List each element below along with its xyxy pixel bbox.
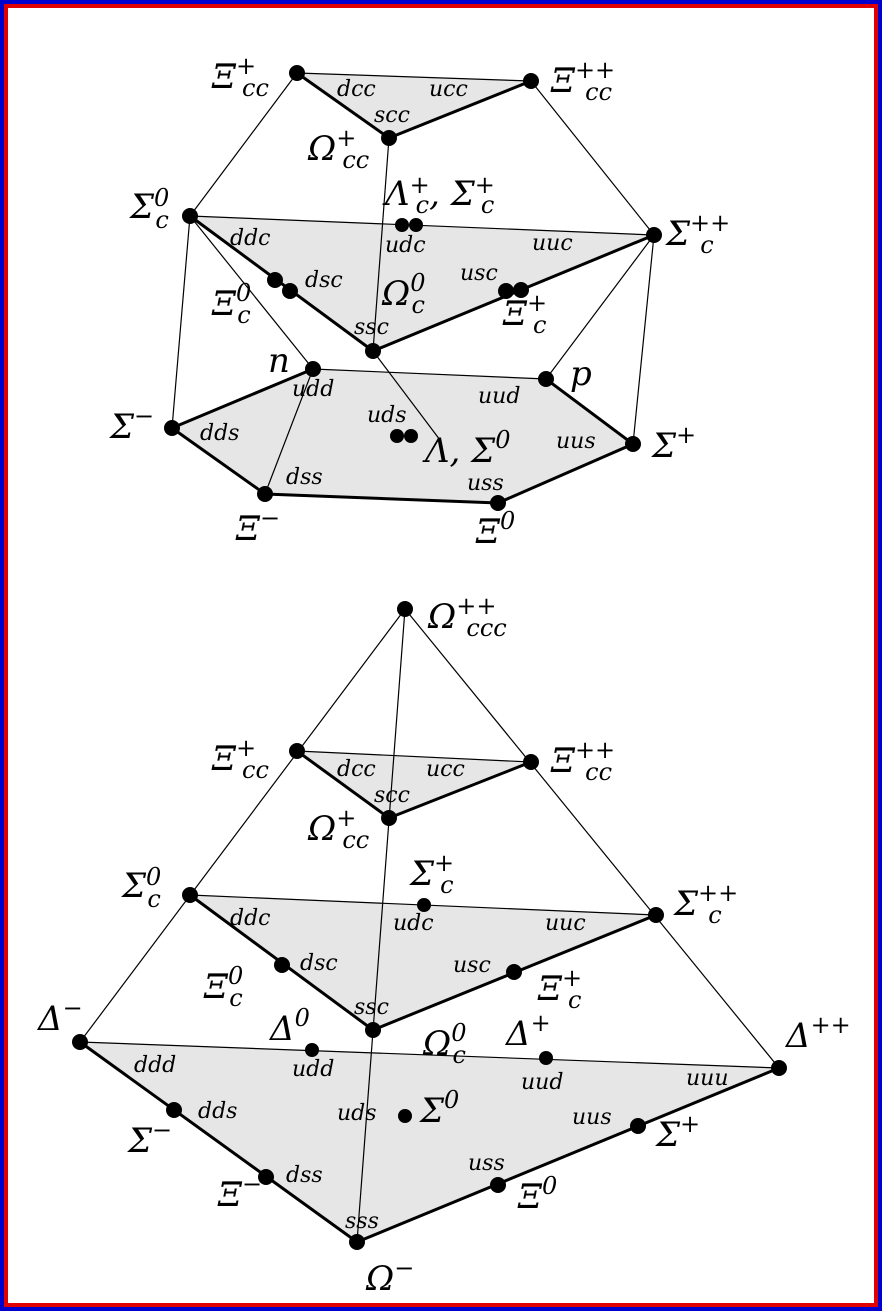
top-quark-uus: uus — [556, 429, 596, 454]
bottom-quark-uuu: uuu — [686, 1066, 729, 1091]
bottom-diagram: dcc ucc scc ddc udc uuc dsc usc ssc ddd … — [36, 592, 851, 1299]
bottom-quark-sss: sss — [345, 1209, 379, 1234]
bottom-quark-dcc: dcc — [337, 757, 376, 782]
bottom-label-omega-ccc-plusplus: Ω++ccc — [427, 592, 507, 642]
top-label-sigma-c-plusplus: Σ++c — [664, 209, 730, 259]
bottom-label-sigma-minus: Σ− — [126, 1116, 172, 1161]
top-thin-edges — [171, 72, 655, 495]
top-face-cc — [297, 73, 531, 138]
bottom-label-sigma-c-plusplus: Σ++c — [672, 879, 738, 929]
bottom-label-delta-plus: Δ+ — [504, 1009, 551, 1054]
top-label-xi-cc-plus: Ξ+cc — [211, 52, 269, 102]
top-face-c — [190, 216, 654, 351]
top-dots — [164, 65, 662, 511]
bottom-quark-ssc: ssc — [354, 995, 389, 1020]
top-quark-udc: udc — [385, 233, 426, 258]
bottom-quark-uuc: uuc — [545, 911, 586, 936]
bottom-label-xi-cc-plus: Ξ+cc — [211, 734, 269, 784]
bottom-label-omega-cc-plus: Ω+cc — [307, 804, 369, 854]
bottom-face-light — [80, 1042, 779, 1242]
top-label-xi-cc-plusplus: Ξ++cc — [550, 56, 615, 106]
bottom-quark-dds: dds — [198, 1099, 237, 1124]
bottom-quark-usc: usc — [453, 953, 491, 978]
top-quark-uud: uud — [478, 384, 520, 409]
bottom-label-sigma-plus: Σ+ — [654, 1110, 700, 1155]
top-quark-dss: dss — [286, 465, 323, 490]
bottom-quark-dss: dss — [286, 1163, 323, 1188]
bottom-quark-dsc: dsc — [300, 951, 338, 976]
top-label-sigma-plus: Σ+ — [650, 421, 696, 466]
top-quark-uds: uds — [367, 403, 407, 428]
top-quark-ddc: ddc — [230, 226, 271, 251]
top-quark-uuc: uuc — [532, 231, 573, 256]
bottom-label-sigma-0: Σ0 — [418, 1086, 459, 1131]
top-quark-dds: dds — [200, 421, 239, 446]
bottom-label-xi-cc-plusplus: Ξ++cc — [550, 736, 615, 786]
bottom-label-delta-0: Δ0 — [268, 1004, 310, 1049]
bottom-quark-uds: uds — [337, 1101, 377, 1126]
bottom-quark-ddc: ddc — [230, 906, 271, 931]
bottom-label-sigma-c-plus: Σ+c — [408, 849, 454, 899]
top-label-sigma-minus: Σ− — [108, 402, 154, 447]
bottom-face-c — [190, 895, 656, 1030]
top-quark-udd: udd — [292, 377, 334, 402]
bottom-label-xi-c-plus: Ξ+c — [537, 964, 582, 1014]
top-diagram: dcc ucc scc ddc uuc udc dsc usc ssc udd … — [108, 52, 730, 552]
bottom-face-cc — [297, 751, 531, 818]
top-quark-uss: uss — [467, 471, 504, 496]
top-label-xi-minus: Ξ− — [235, 504, 280, 549]
top-quark-ucc: ucc — [429, 77, 468, 102]
bottom-quark-scc: scc — [374, 783, 410, 808]
bottom-label-xi-minus: Ξ− — [217, 1170, 262, 1215]
frame-border-inner — [4, 4, 878, 1307]
top-label-p: p — [570, 354, 592, 394]
bottom-dots — [72, 601, 787, 1250]
top-label-xi-0: Ξ0 — [475, 507, 515, 552]
bottom-label-delta-minus: Δ− — [36, 994, 83, 1039]
top-quark-scc: scc — [374, 103, 410, 128]
top-quark-dcc: dcc — [337, 77, 376, 102]
bottom-quark-udc: udc — [393, 911, 434, 936]
top-label-omega-cc-plus: Ω+cc — [307, 124, 369, 174]
bottom-quark-ucc: ucc — [426, 757, 465, 782]
top-label-lambda-sigma-0: Λ, Σ0 — [422, 426, 511, 471]
top-quark-ssc: ssc — [354, 315, 389, 340]
top-quark-dsc: dsc — [305, 268, 343, 293]
bottom-quark-uud: uud — [521, 1070, 563, 1095]
top-quark-usc: usc — [460, 261, 498, 286]
top-label-xi-c-plus: Ξ+c — [502, 289, 547, 339]
bottom-label-xi-0: Ξ0 — [517, 1172, 557, 1217]
bottom-label-omega-minus: Ω− — [365, 1254, 414, 1299]
bottom-quark-uss: uss — [468, 1151, 505, 1176]
bottom-quark-ddd: ddd — [134, 1053, 176, 1078]
bottom-quark-uus: uus — [572, 1105, 612, 1130]
bottom-quark-udd: udd — [292, 1057, 334, 1082]
top-label-n: n — [268, 341, 290, 381]
top-label-lambda-sigma-c-plus: Λ+c, Σ+c — [382, 171, 495, 219]
bottom-label-delta-plusplus: Δ++ — [784, 1011, 851, 1056]
